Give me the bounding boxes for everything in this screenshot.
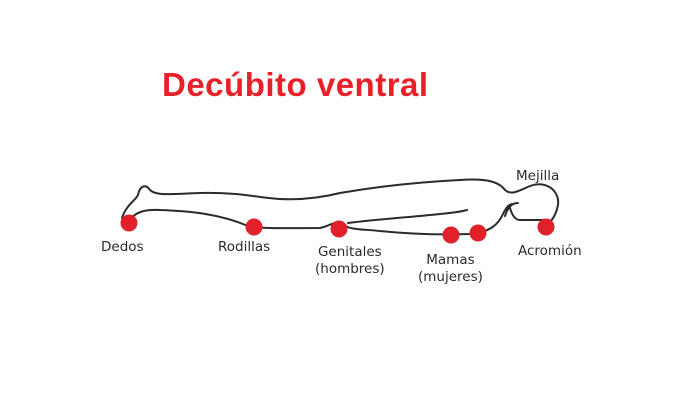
label-mamas-text: Mamas xyxy=(426,252,475,268)
diagram-title: Decúbito ventral xyxy=(162,66,429,103)
label-mamas-note: (mujeres) xyxy=(418,269,483,285)
label-rodillas: Rodillas xyxy=(218,239,271,255)
label-genitales-note: (hombres) xyxy=(315,261,385,277)
pressure-point-mamas-1 xyxy=(442,226,460,244)
label-genitales: Genitales (hombres) xyxy=(315,244,385,278)
pressure-point-genitales xyxy=(330,220,348,238)
pressure-points xyxy=(120,214,555,244)
pressure-point-rodillas xyxy=(245,218,263,236)
label-mejilla: Mejilla xyxy=(516,168,560,184)
pressure-point-mamas-2 xyxy=(469,224,487,242)
label-mamas: Mamas (mujeres) xyxy=(418,252,483,286)
pressure-point-dedos xyxy=(120,214,138,232)
label-dedos: Dedos xyxy=(101,239,144,255)
label-genitales-text: Genitales xyxy=(317,244,382,260)
pressure-point-acromion xyxy=(537,218,555,236)
label-acromion: Acromión xyxy=(518,243,582,259)
